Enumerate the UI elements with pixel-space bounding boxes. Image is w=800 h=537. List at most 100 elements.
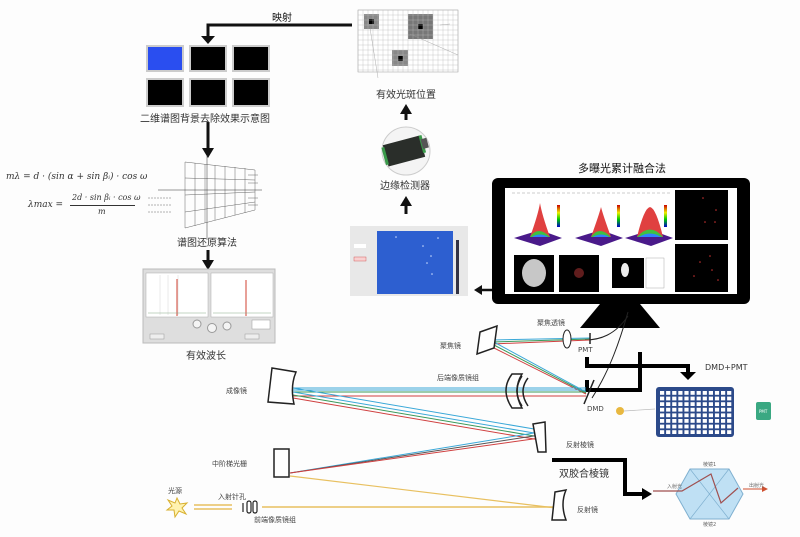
dmd-cell [714, 419, 720, 423]
beam-dmd-to-focus [491, 340, 587, 395]
monitor-stand [580, 304, 660, 328]
label-echelle-grating: 中阶梯光栅 [212, 460, 247, 468]
dmd-cell [714, 402, 720, 406]
wl-knob-1[interactable] [192, 319, 202, 329]
dmd-cell [660, 430, 665, 434]
wl-knob-2[interactable] [207, 323, 217, 333]
dmd-cell [702, 396, 707, 401]
dmd-cell [684, 391, 689, 395]
arrow-down-1-head [202, 148, 214, 158]
label-outgoing-light: 出射光 [749, 483, 765, 489]
wl-button-right[interactable] [244, 333, 260, 340]
bg-thumb-6 [232, 78, 270, 107]
mapping-arrowhead [201, 36, 215, 44]
wl-plot-right [210, 272, 274, 318]
dmd-cell [696, 402, 701, 406]
beam-source [194, 504, 556, 510]
dmd-cell [666, 402, 671, 406]
dmd-cell [721, 407, 726, 412]
dmd-cell [666, 413, 671, 418]
label-dmd: DMD [587, 405, 604, 413]
dmd-cell [660, 396, 665, 401]
monitor-content [512, 190, 728, 292]
arrow-up-1-head [400, 104, 412, 114]
beam-imaging-to-prism [292, 387, 541, 441]
detector-colorbar [456, 240, 459, 294]
label-focusing-mirror: 聚焦镜 [440, 342, 461, 350]
dmd-cell [672, 419, 677, 423]
spot-grid-lines [357, 9, 459, 72]
label-reflector: 反射镜 [577, 506, 598, 514]
bg-thumb-5 [189, 78, 227, 107]
dmd-grid-cells [660, 391, 732, 434]
dmd-cell [702, 430, 707, 434]
dmd-cell [666, 407, 671, 412]
dmd-cell [708, 396, 713, 401]
dmd-cell [702, 402, 707, 406]
grid-annot-line-2 [409, 33, 459, 56]
imaging-mirror [267, 367, 298, 405]
bg-thumb-3 [232, 45, 270, 72]
dmd-cell [684, 407, 689, 412]
label-mapping: 映射 [272, 13, 292, 24]
dmd-cell [702, 413, 707, 418]
cemented-prism-arrow [552, 458, 643, 496]
dmd-cell [690, 391, 695, 395]
label-prism-1: 棱镜1 [703, 462, 717, 468]
dmd-cell [727, 413, 732, 418]
bg-thumb-4 [146, 78, 184, 107]
label-prism-2: 棱镜2 [703, 522, 717, 528]
arrow-up-2-head [400, 196, 412, 206]
dmd-cell [678, 402, 683, 406]
dmd-cell [696, 413, 701, 418]
restoration-diagram [148, 155, 262, 240]
bg-thumb-1 [146, 45, 184, 72]
light-source-star [165, 496, 189, 519]
detector-screen-image [377, 231, 453, 294]
dmd-cell [727, 391, 732, 395]
dmd-cell [660, 402, 665, 406]
front-lens-1 [246, 500, 252, 514]
dmd-cell [714, 424, 720, 429]
dmd-cell [660, 424, 665, 429]
dmd-cell [690, 396, 695, 401]
dmd-cell [727, 396, 732, 401]
dmd-cell [660, 391, 665, 395]
wl-gridlines [159, 275, 179, 315]
dmd-cell [708, 424, 713, 429]
dmd-cell [721, 430, 726, 434]
dmd-cell [690, 424, 695, 429]
dmd-cell [666, 419, 671, 423]
dmd-cell [678, 424, 683, 429]
label-valid-wavelength: 有效波长 [186, 351, 226, 362]
formula-lambda-max-numerator: 2d · sin βᵢ · cos ω [72, 193, 141, 202]
formula-fraction-bar [70, 205, 135, 206]
dmd-mirror [583, 379, 595, 405]
wl-button-left[interactable] [149, 333, 165, 340]
detector-field-1 [354, 244, 366, 248]
dmd-cell [678, 419, 683, 423]
dmd-cell [660, 419, 665, 423]
dmd-cell [727, 430, 732, 434]
dmd-cell [690, 413, 695, 418]
dmd-cell [672, 402, 677, 406]
dmd-pmt-arrowhead [680, 372, 696, 380]
beam-imaging-to-dmd [293, 387, 586, 397]
label-spectrum-restore: 谱图还原算法 [177, 238, 237, 249]
dmd-cell [678, 391, 683, 395]
dmd-cell [727, 419, 732, 423]
dmd-pmt-bracket [585, 352, 642, 392]
dmd-cell [684, 430, 689, 434]
reflector [551, 489, 568, 521]
wl-knob-3[interactable] [222, 321, 232, 331]
dmd-cell [672, 407, 677, 412]
dmd-cell [727, 402, 732, 406]
label-edge-detector: 边缘检测器 [380, 181, 430, 192]
dmd-cell [721, 419, 726, 423]
dmd-cell [708, 419, 713, 423]
dmd-cell [727, 424, 732, 429]
prism-diagonal-2 [689, 468, 730, 520]
arrow-down-2-head [202, 260, 214, 270]
dmd-cell [672, 413, 677, 418]
rear-lens-group [505, 373, 529, 409]
